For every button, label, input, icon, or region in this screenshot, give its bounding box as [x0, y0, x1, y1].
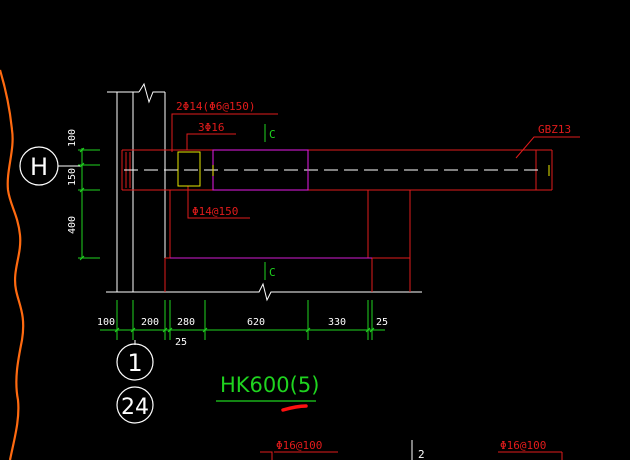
beam-outline — [121, 149, 553, 292]
rebar-symbols — [177, 151, 550, 187]
section-mark-bottom: C — [269, 266, 276, 279]
break-line-bottom — [106, 282, 422, 302]
dim-h-25: 25 — [376, 317, 388, 328]
detail-title: HK600(5) — [216, 373, 319, 412]
bottom-partial-lines — [274, 440, 563, 460]
grid-axis-h: H — [19, 146, 80, 186]
top-rebar-label: 2Φ14(Φ6@150) — [176, 100, 255, 113]
detail-number: 1 — [127, 349, 142, 377]
dim-h-sub-25: 25 — [175, 337, 187, 348]
red-underline-mark — [281, 404, 308, 412]
stirrup-label: Φ14@150 — [192, 205, 238, 218]
detail-title-text: HK600(5) — [220, 373, 319, 397]
bottom-right-rebar-label: Φ16@100 — [500, 439, 546, 452]
column-outline — [107, 82, 166, 292]
dim-v-100: 100 — [67, 129, 78, 147]
dim-h-200: 200 — [141, 317, 159, 328]
grid-axis-label: H — [30, 153, 48, 181]
section-mark-top: C — [269, 128, 276, 141]
horizontal-dimension-chain — [100, 300, 385, 340]
vertical-dimension-chain — [78, 147, 100, 261]
dim-h-620: 620 — [247, 317, 265, 328]
detail-callout: 1 24 — [116, 340, 154, 424]
leaders — [171, 113, 580, 460]
dim-h-330: 330 — [328, 317, 346, 328]
dim-v-150: 150 — [67, 168, 78, 186]
bottom-mid-label: 2 — [418, 448, 425, 460]
mid-rebar-label: 3Φ16 — [198, 121, 225, 134]
site-boundary-line — [0, 69, 25, 460]
column-tag-label: GBZ13 — [538, 123, 571, 136]
dim-v-400: 400 — [67, 216, 78, 234]
dim-h-280: 280 — [177, 317, 195, 328]
bottom-left-rebar-label: Φ16@100 — [276, 439, 322, 452]
dim-h-100: 100 — [97, 317, 115, 328]
sheet-number: 24 — [121, 395, 149, 420]
